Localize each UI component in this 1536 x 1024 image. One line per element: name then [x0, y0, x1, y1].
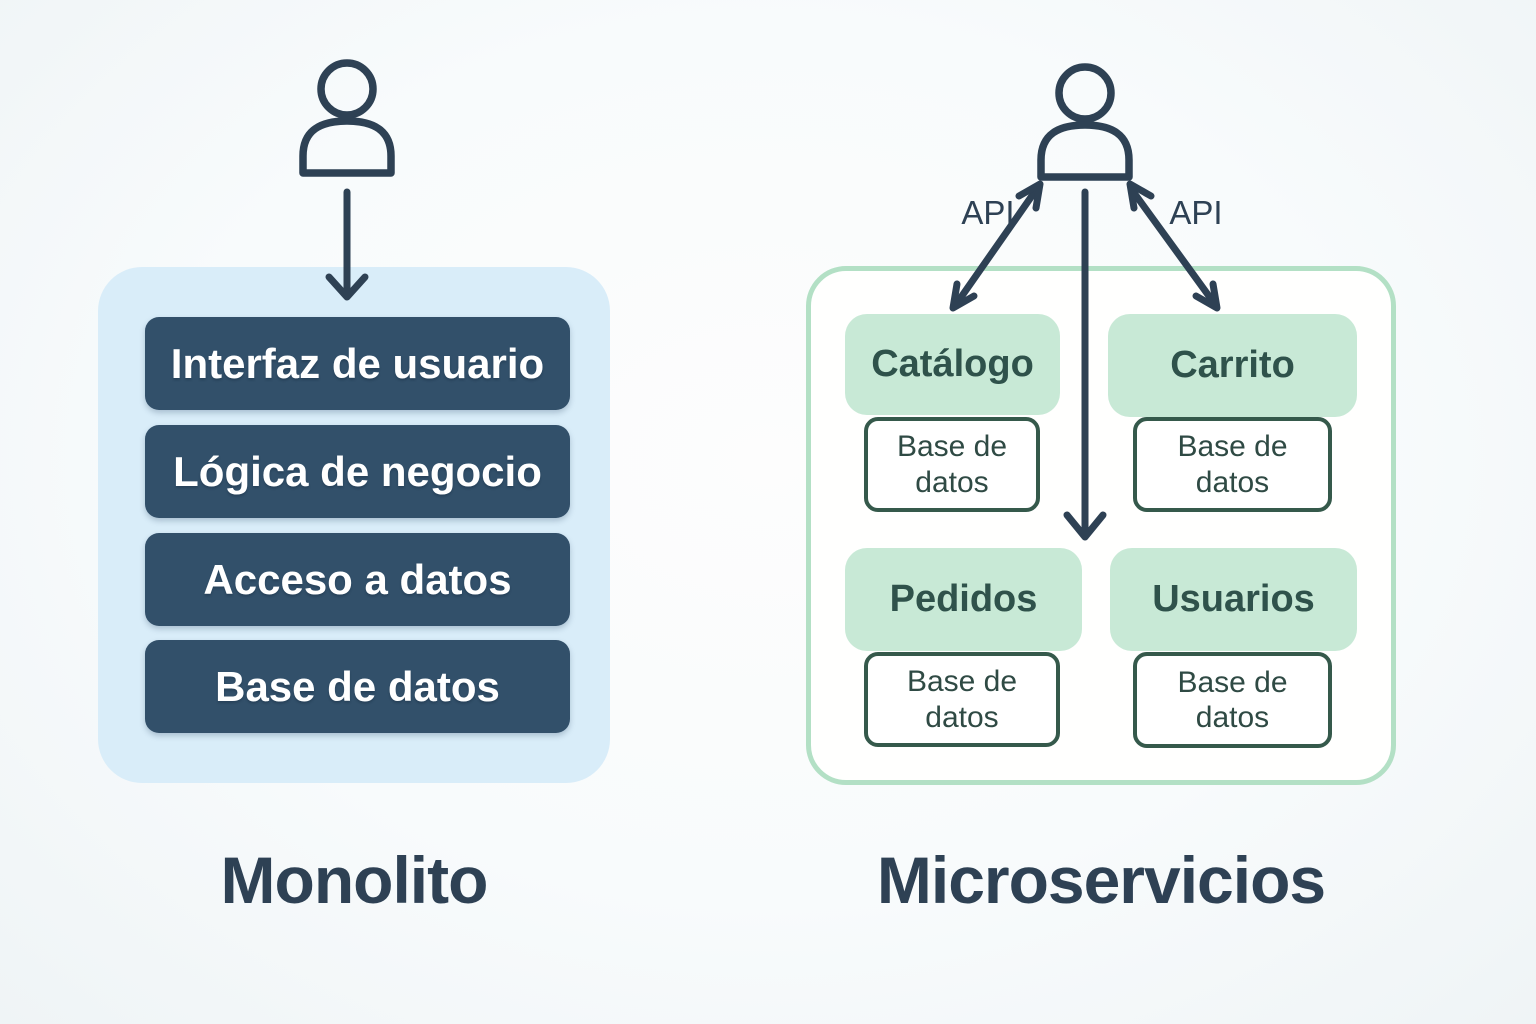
monolith-layer-data-access: Acceso a datos	[145, 533, 570, 626]
database-carrito: Base de datos	[1133, 417, 1332, 512]
monolith-layer-ui: Interfaz de usuario	[145, 317, 570, 410]
database-catalogo: Base de datos	[864, 417, 1040, 512]
monolith-title: Monolito	[220, 843, 489, 917]
database-pedidos: Base de datos	[864, 652, 1060, 747]
user-icon	[1037, 63, 1133, 181]
monolith-layer-database: Base de datos	[145, 640, 570, 733]
api-label-right: API	[1169, 194, 1223, 231]
microservices-title: Microservicios	[876, 843, 1326, 917]
monolith-layer-business-logic: Lógica de negocio	[145, 425, 570, 518]
service-carrito: Carrito	[1108, 314, 1357, 417]
service-usuarios: Usuarios	[1110, 548, 1357, 651]
service-catalogo: Catálogo	[845, 314, 1060, 415]
user-icon	[299, 59, 395, 177]
service-pedidos: Pedidos	[845, 548, 1082, 651]
api-label-left: API	[961, 194, 1015, 231]
database-usuarios: Base de datos	[1133, 652, 1332, 748]
